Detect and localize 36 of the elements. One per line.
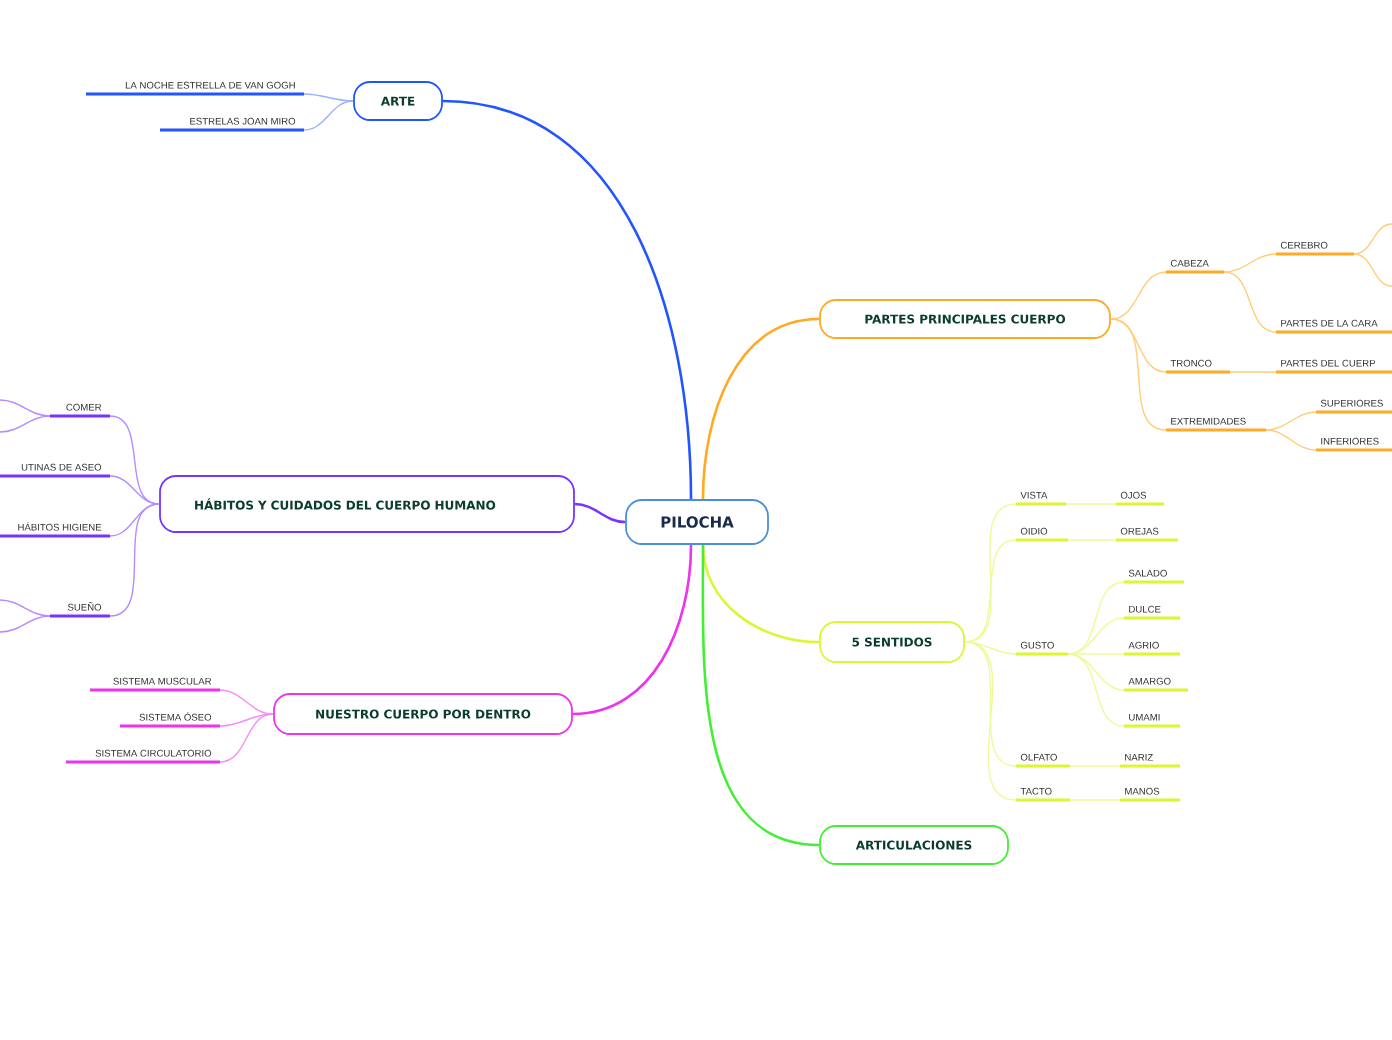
connector: [1067, 539, 1117, 541]
connector: [1265, 411, 1317, 431]
connector: [572, 544, 693, 716]
connector: [1065, 503, 1117, 505]
connector: [1223, 253, 1277, 273]
connector: [219, 713, 274, 727]
connector: [442, 99, 693, 500]
connector: [1265, 429, 1317, 451]
connector: [1067, 653, 1125, 727]
connector: [1069, 765, 1121, 767]
connector: [0, 399, 51, 417]
connector: [303, 93, 354, 102]
connector: [701, 317, 820, 500]
connector: [0, 599, 51, 617]
connector: [1229, 371, 1277, 373]
connector: [701, 544, 820, 847]
connector: [219, 689, 274, 715]
connector: [109, 503, 160, 617]
connector: [303, 100, 354, 131]
connector: [0, 615, 51, 633]
connector: [1067, 653, 1125, 655]
connector: [574, 502, 626, 524]
connector: [109, 503, 160, 537]
connector: [109, 475, 160, 505]
connector: [701, 544, 820, 644]
connector: [219, 713, 274, 763]
connector: [1069, 799, 1121, 801]
connector: [1353, 253, 1392, 287]
connector: [0, 415, 51, 433]
connector: [964, 641, 1017, 801]
connector: [1353, 223, 1392, 255]
connector: [1223, 271, 1277, 333]
connector: [1110, 318, 1167, 431]
connector: [1110, 318, 1167, 373]
connector: [964, 539, 1017, 643]
connector: [1110, 271, 1167, 320]
